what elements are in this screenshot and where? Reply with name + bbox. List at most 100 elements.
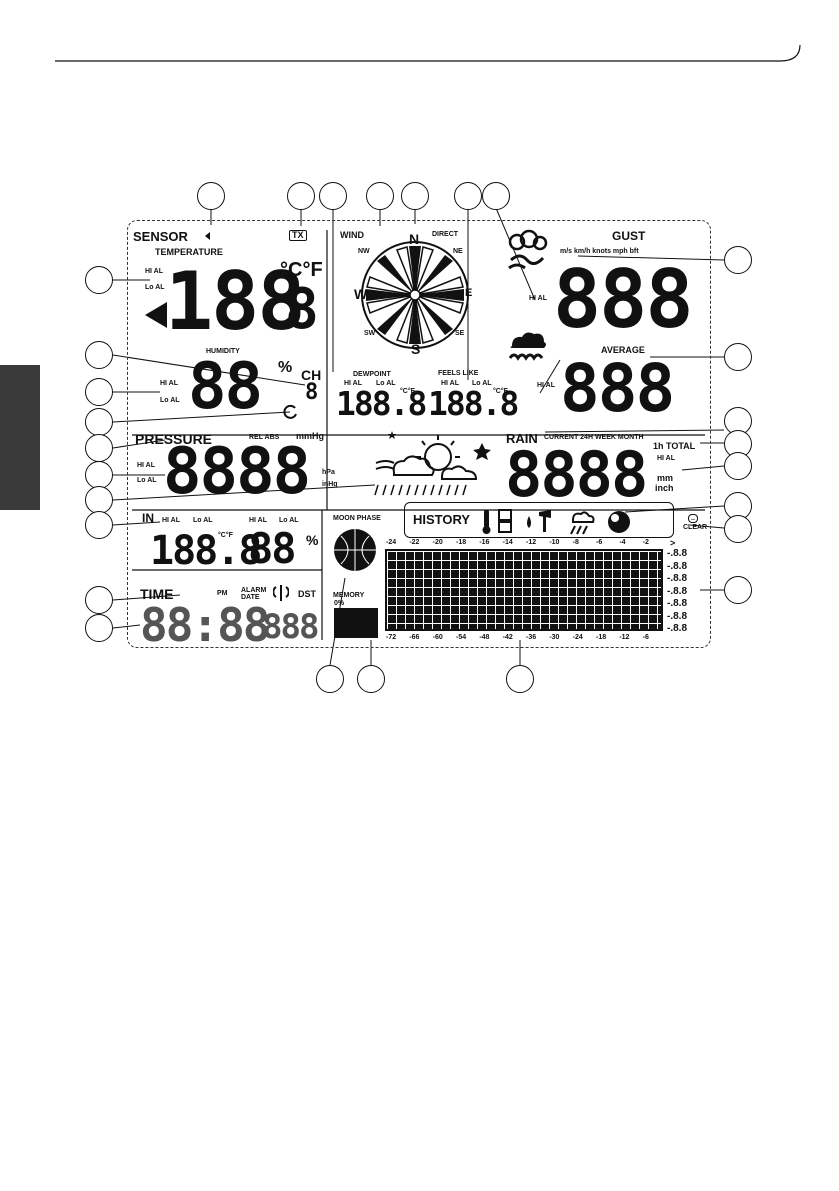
- bottom-axis-tick: -66: [409, 634, 420, 641]
- bottom-axis-tick: -6: [642, 634, 649, 641]
- callout-circle: [357, 665, 385, 693]
- temperature-small-digit: 8: [285, 277, 319, 342]
- compass-se: SE: [455, 330, 465, 337]
- history-top-axis: -24-22-20-18-16-14-12-10-8-6-4-2: [382, 539, 668, 549]
- signal-icon: [205, 232, 210, 240]
- temp-hi-al: HI AL: [145, 268, 164, 275]
- clear-label: CLEAR: [683, 524, 708, 531]
- gust-hi-al: HI AL: [529, 295, 548, 302]
- gust-units: m/s km/h knots mph bft: [560, 248, 639, 255]
- compass-n: N: [409, 231, 420, 247]
- history-scale: -.8.8-.8.8-.8.8-.8.8-.8.8-.8.8-.8.8: [667, 549, 711, 637]
- callout-circle: [85, 614, 113, 642]
- history-label: HISTORY: [413, 512, 471, 527]
- press-lo-al: Lo AL: [137, 477, 157, 484]
- callout-circle: [287, 182, 315, 210]
- rain-periods: CURRENT 24H WEEK MONTH: [544, 434, 644, 441]
- callout-circle: [454, 182, 482, 210]
- rain-inch: inch: [655, 483, 674, 493]
- humidity-digits: 88: [188, 350, 263, 424]
- compass-s: S: [411, 341, 421, 357]
- compass-nw: NW: [358, 248, 370, 255]
- top-axis-tick: -22: [409, 539, 420, 546]
- rain-digits: 8888: [505, 438, 648, 511]
- indoor-label: IN: [142, 511, 154, 525]
- top-axis-tick: -2: [642, 539, 649, 546]
- hum-hi-al: HI AL: [160, 380, 179, 387]
- pressure-hpa: hPa: [322, 469, 335, 476]
- bottom-axis-tick: -30: [549, 634, 560, 641]
- bottom-axis-tick: -54: [456, 634, 467, 641]
- top-axis-tick: -12: [526, 539, 537, 546]
- callout-circle: [85, 341, 113, 369]
- time-date-digits: 888: [262, 607, 319, 647]
- bottom-axis-tick: -24: [572, 634, 583, 641]
- callout-circle: [724, 343, 752, 371]
- bottom-axis-tick: -72: [386, 634, 397, 641]
- bottom-axis-tick: -12: [619, 634, 630, 641]
- top-axis-tick: -4: [619, 539, 626, 546]
- gust-label: GUST: [612, 229, 646, 243]
- callout-circle: [85, 378, 113, 406]
- time-label: TIME: [140, 586, 174, 602]
- feels-like-unit: °C°F: [493, 388, 508, 395]
- bottom-axis-tick: -42: [502, 634, 513, 641]
- callout-circle: [366, 182, 394, 210]
- feels-like-label: FEELS LIKE: [438, 370, 479, 377]
- average-cloud-icon: [508, 332, 546, 361]
- radio-signal-icon: [273, 585, 289, 601]
- scale-tick: -.8.8: [667, 623, 688, 635]
- bottom-axis-tick: -48: [479, 634, 490, 641]
- indoor-temp-digits: 188.8: [150, 528, 262, 574]
- temp-lo-al: Lo AL: [145, 284, 165, 291]
- side-tab: [0, 365, 40, 510]
- scale-tick: -.8.8: [667, 560, 688, 572]
- average-label: AVERAGE: [601, 345, 645, 355]
- dewpoint-label: DEWPOINT: [353, 371, 391, 378]
- time-alarm-date: ALARM DATE: [241, 587, 267, 601]
- average-digits: 888: [560, 350, 675, 427]
- pressure-inhg: inHg: [322, 481, 338, 488]
- compass-w: W: [354, 286, 368, 302]
- memory-percent: 0%: [334, 600, 345, 607]
- scale-tick: -.8.8: [667, 598, 688, 610]
- sensor-label: SENSOR: [133, 229, 188, 244]
- compass-sw: SW: [364, 330, 376, 337]
- lcd-display-panel: [127, 220, 711, 648]
- temperature-digits: 188: [165, 255, 305, 348]
- rain-label: RAIN: [506, 431, 538, 446]
- callout-circle: [506, 665, 534, 693]
- callout-circle: [85, 408, 113, 436]
- press-hi-al: HI AL: [137, 462, 156, 469]
- top-axis-tick: -6: [596, 539, 603, 546]
- history-icons: [482, 509, 630, 535]
- callout-circle: [319, 182, 347, 210]
- callout-circle: [85, 486, 113, 514]
- top-axis-tick: -8: [572, 539, 579, 546]
- hum-lo-al: Lo AL: [160, 397, 180, 404]
- bottom-axis-tick: -36: [526, 634, 537, 641]
- feels-like-digits: 188.8: [428, 384, 519, 423]
- scale-tick: -.8.8: [667, 585, 688, 597]
- top-axis-tick: -18: [456, 539, 467, 546]
- top-axis-tick: -16: [479, 539, 490, 546]
- top-axis-tick: -24: [386, 539, 397, 546]
- in-hum-lo-al: Lo AL: [279, 517, 299, 524]
- minus-sign-icon: [145, 302, 167, 328]
- clear-button-icon: ..: [688, 514, 698, 523]
- top-axis-tick: -14: [502, 539, 513, 546]
- channel-digit: 8: [305, 380, 318, 405]
- weather-forecast-icon: [374, 431, 491, 496]
- callout-circle: [724, 452, 752, 480]
- in-lo-al: Lo AL: [193, 517, 213, 524]
- humidity-label: HUMIDITY: [206, 348, 240, 355]
- scale-tick: -.8.8: [667, 610, 688, 622]
- time-clock-digits: 88:88: [140, 598, 270, 652]
- callout-circle: [724, 246, 752, 274]
- wind-compass: [361, 241, 469, 349]
- channel-label: CH: [301, 367, 322, 383]
- time-dst: DST: [298, 589, 316, 599]
- scale-arrow: >: [670, 538, 676, 548]
- bottom-axis-tick: -60: [432, 634, 443, 641]
